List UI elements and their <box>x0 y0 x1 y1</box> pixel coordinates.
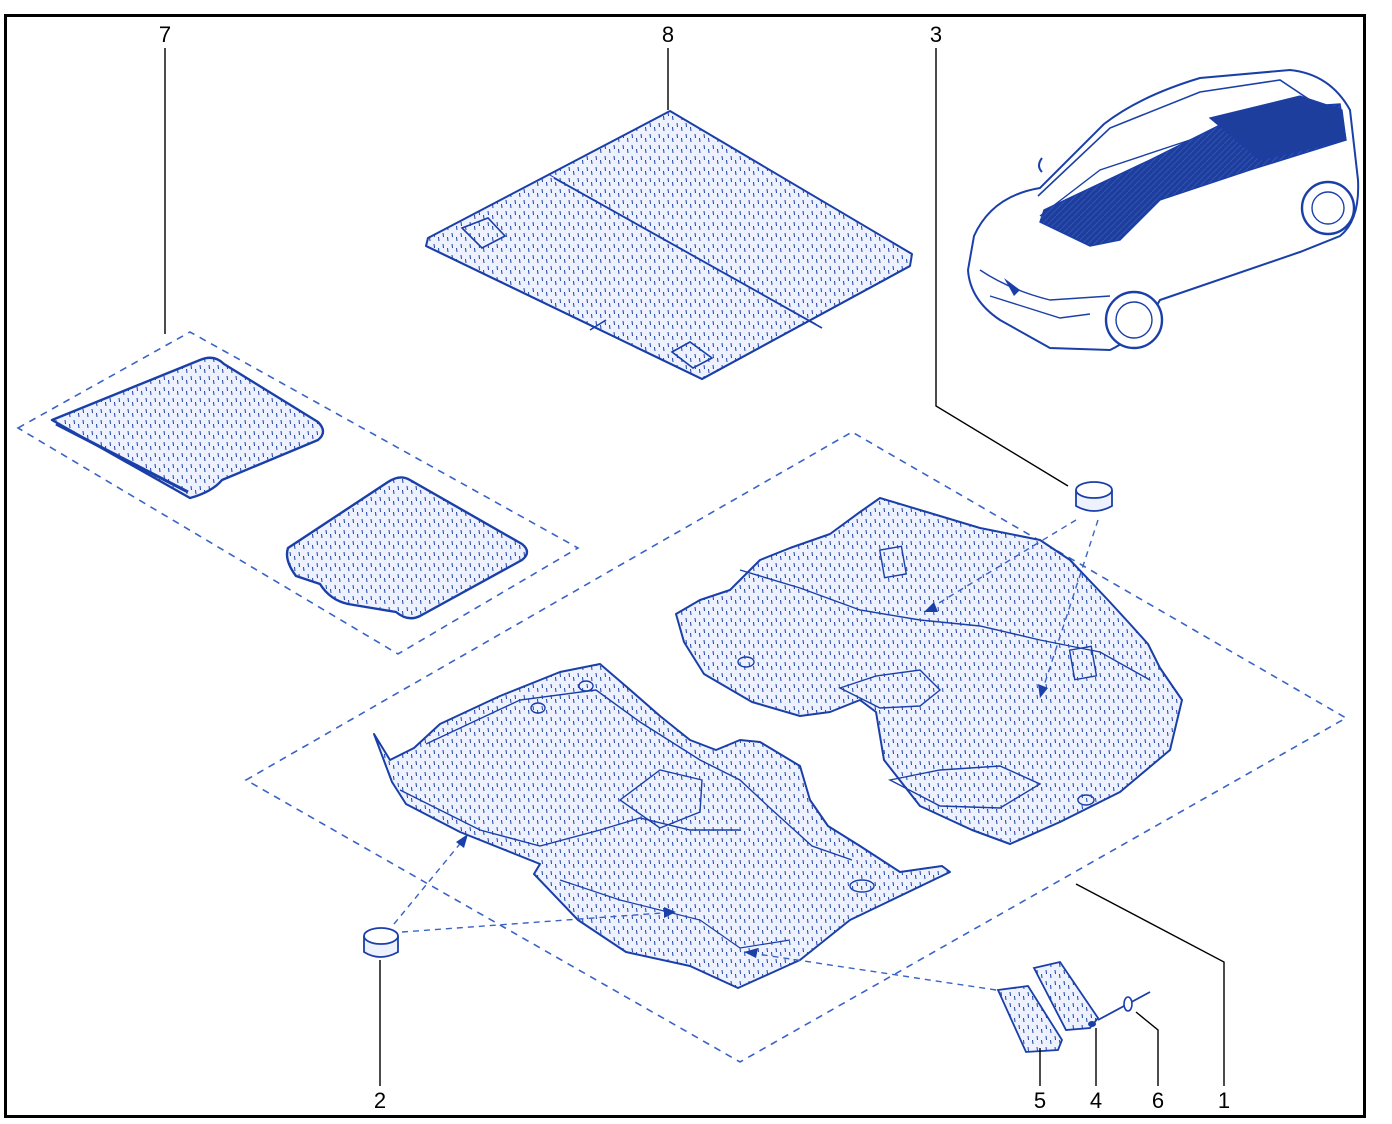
callout-leader-lines <box>164 48 1225 1086</box>
front-carpet <box>373 663 951 989</box>
callout-5: 5 <box>1033 1088 1047 1113</box>
plug-cap-upper <box>923 481 1113 699</box>
heel-pad-assembly <box>743 948 1151 1053</box>
floor-mats-group <box>16 331 580 655</box>
trunk-mat <box>425 110 913 381</box>
plug-cap-lower <box>363 833 677 958</box>
callout-6: 6 <box>1151 1088 1165 1113</box>
callout-2: 2 <box>373 1088 387 1113</box>
callout-3: 3 <box>929 22 943 47</box>
floor-carpet-group <box>244 431 1348 1063</box>
callout-8: 8 <box>661 22 675 47</box>
callout-1: 1 <box>1217 1088 1231 1113</box>
vehicle-overview-illustration <box>966 68 1360 352</box>
diagram-frame <box>4 14 1366 1118</box>
rear-carpet <box>675 497 1183 845</box>
callout-4: 4 <box>1089 1088 1103 1113</box>
callout-7: 7 <box>158 22 172 47</box>
